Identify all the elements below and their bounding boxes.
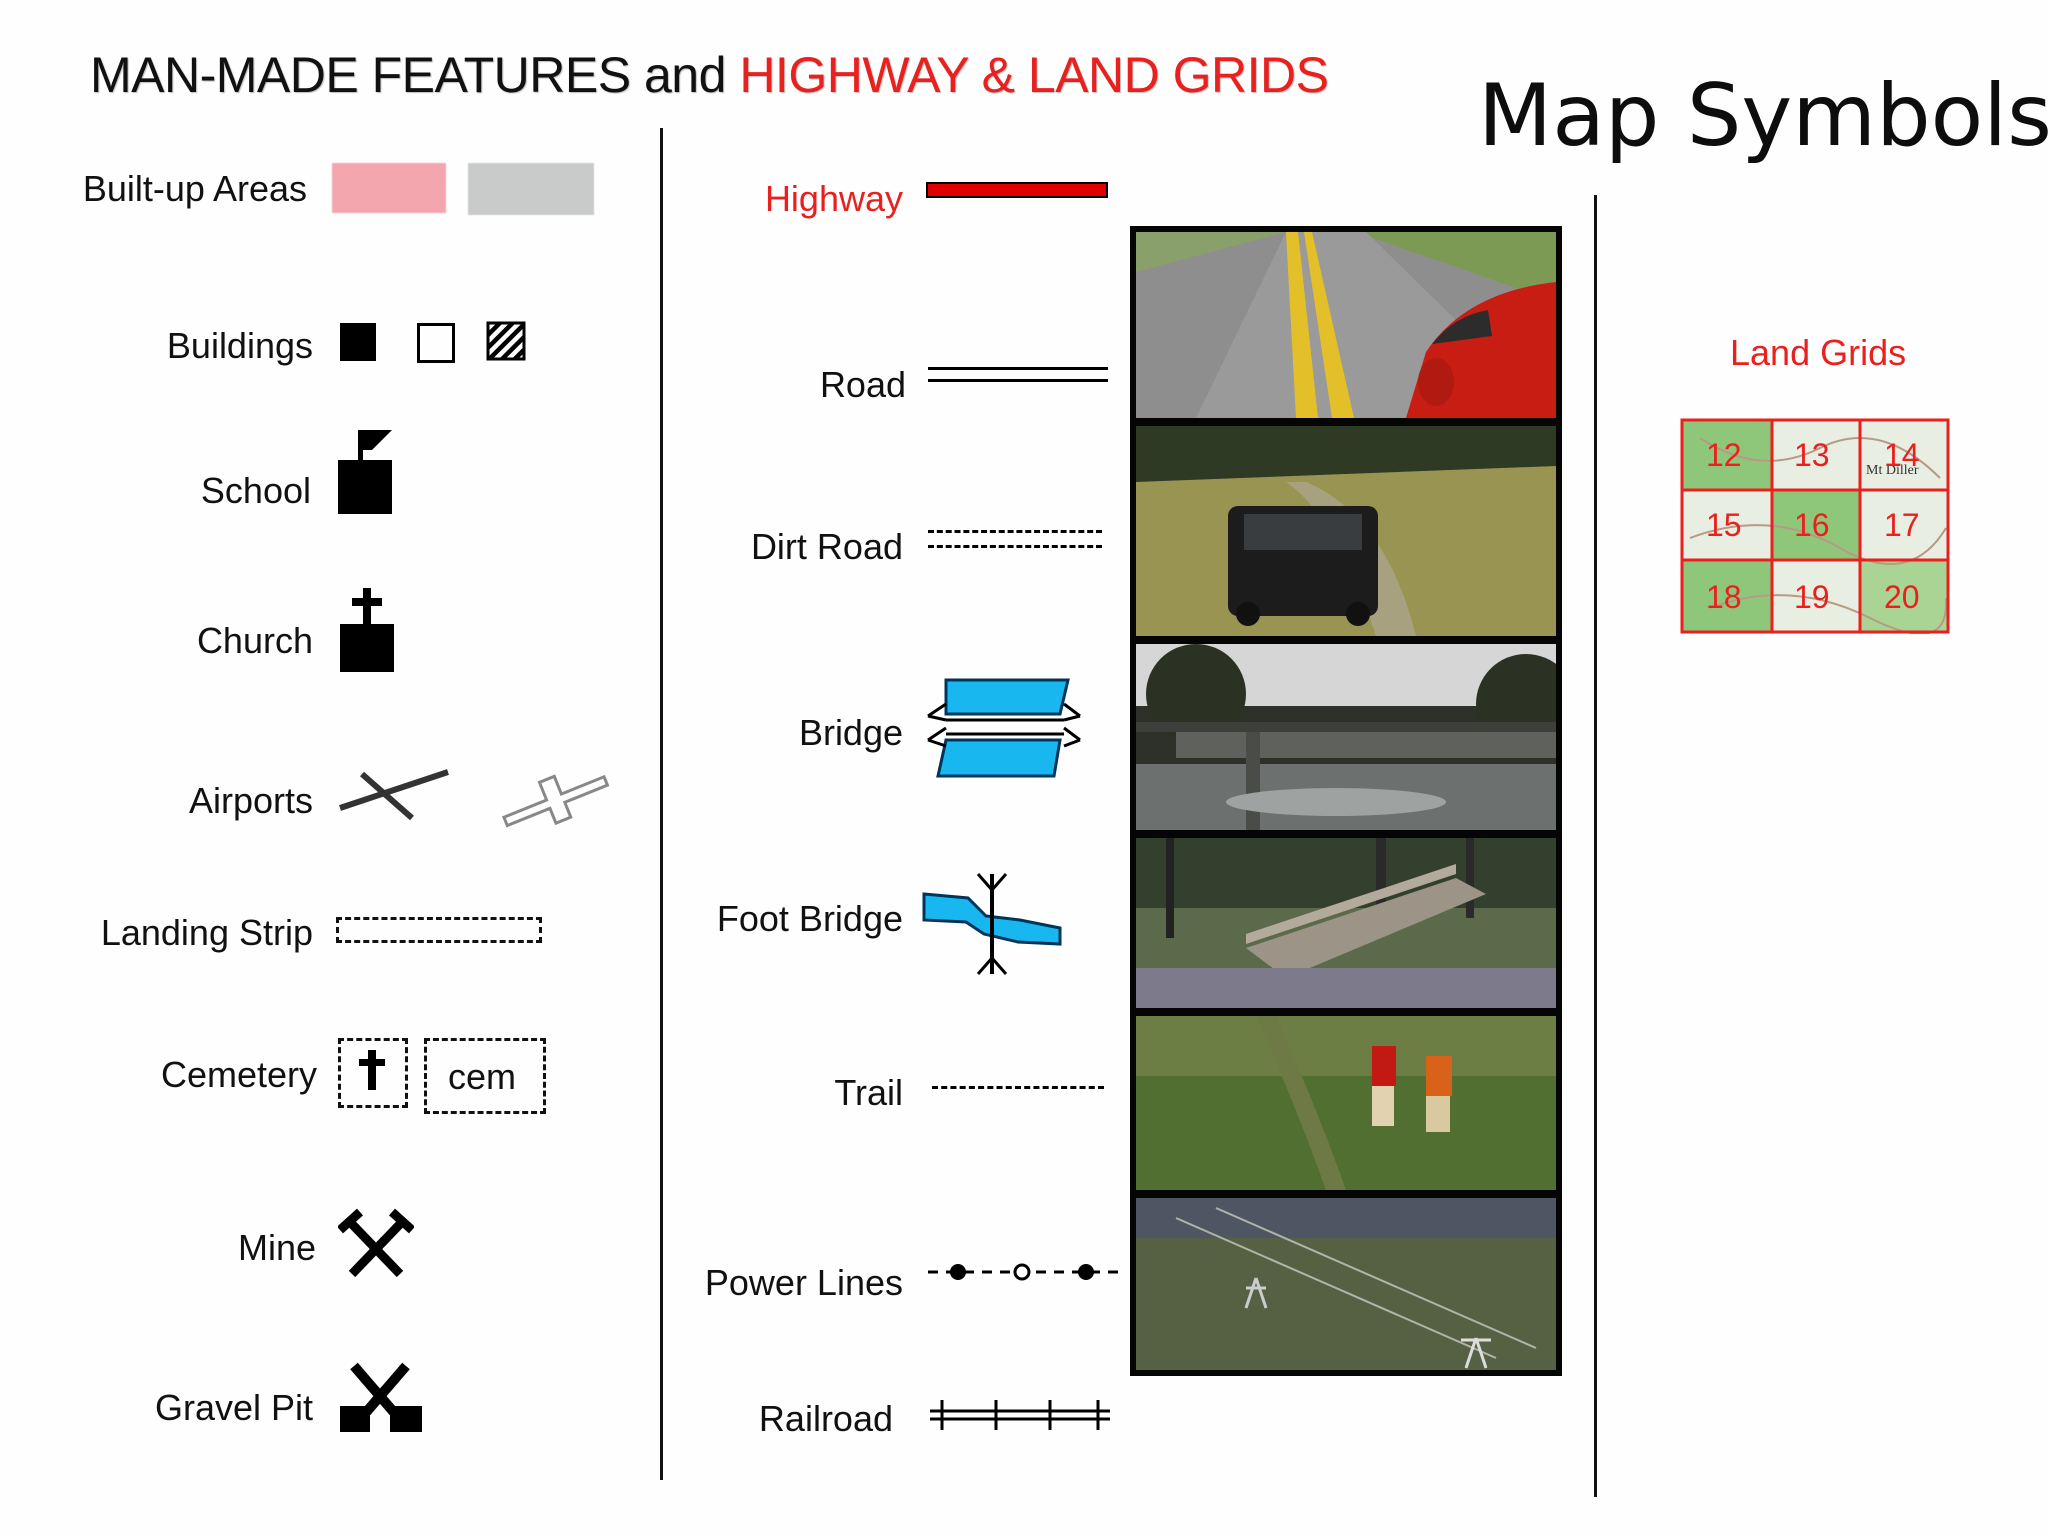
- grid-cell-14: 14: [1884, 437, 1920, 473]
- road-symbol: [928, 367, 1108, 382]
- gravel-pit-icon: [340, 1362, 422, 1432]
- grid-cell-15: 15: [1706, 507, 1742, 543]
- bridge-symbol: [927, 678, 1081, 778]
- label-bridge: Bridge: [798, 712, 903, 753]
- foot-bridge-photo: [1130, 832, 1562, 1014]
- dirt-road-symbol: [928, 530, 1102, 548]
- map-label-text: Mt Diller: [1866, 463, 1919, 478]
- grid-cell-16: 16: [1794, 507, 1830, 543]
- railroad-symbol: [930, 1400, 1110, 1430]
- label-dirt-road: Dirt Road: [750, 526, 903, 567]
- trail-symbol: [932, 1086, 1104, 1089]
- label-cemetery: Cemetery: [160, 1054, 317, 1095]
- cemetery-abbrev-box: [424, 1038, 546, 1114]
- label-railroad: Railroad: [758, 1398, 893, 1439]
- cemetery-abbrev: cem: [448, 1056, 517, 1097]
- foot-bridge-symbol: [922, 873, 1062, 975]
- section-header: MAN-MADE FEATURES and HIGHWAY & LAND GRI…: [90, 46, 1329, 104]
- header-highway-grids: HIGHWAY & LAND GRIDS: [739, 47, 1329, 103]
- power-lines-symbol: [928, 1263, 1118, 1281]
- grid-cell-18: 18: [1706, 579, 1742, 615]
- label-highway: Highway: [764, 178, 903, 219]
- right-divider: [1594, 195, 1597, 1497]
- building-solid-icon: [340, 323, 376, 361]
- grid-cell-19: 19: [1794, 579, 1830, 615]
- header-man-made: MAN-MADE FEATURES and: [90, 47, 726, 103]
- page-title: Map Symbols: [1478, 66, 2048, 166]
- dirt-road-photo: [1130, 420, 1562, 642]
- building-outline-icon: [417, 323, 455, 363]
- built-up-gray-swatch: [468, 163, 594, 215]
- label-gravel-pit: Gravel Pit: [154, 1387, 313, 1428]
- building-hatched-icon: [486, 321, 526, 361]
- grid-cell-17: 17: [1884, 507, 1920, 543]
- trail-photo: [1130, 1010, 1562, 1196]
- built-up-pink-swatch: [332, 163, 446, 213]
- cross-icon: [359, 1050, 385, 1090]
- airport-icon: [339, 769, 449, 821]
- church-icon: [340, 588, 394, 672]
- label-mine: Mine: [237, 1227, 316, 1268]
- label-airports: Airports: [188, 780, 313, 821]
- grid-cell-13: 13: [1794, 437, 1830, 473]
- mine-icon: [338, 1208, 414, 1278]
- label-foot-bridge: Foot Bridge: [716, 898, 903, 939]
- label-road: Road: [819, 364, 906, 405]
- land-grid-map: Mt Diller 12 13 14 15 16 17 18 19 20: [1680, 418, 1950, 634]
- airport-outline-icon: [501, 774, 610, 828]
- grid-cell-20: 20: [1884, 579, 1920, 615]
- power-lines-photo: [1130, 1192, 1562, 1376]
- label-buildings: Buildings: [166, 325, 313, 366]
- school-icon: [338, 430, 392, 514]
- label-trail: Trail: [834, 1072, 903, 1113]
- label-landing-strip: Landing Strip: [100, 912, 313, 953]
- cemetery-cross-box: [338, 1038, 408, 1108]
- landing-strip-icon: [336, 917, 542, 943]
- highway-symbol: [926, 182, 1108, 198]
- label-church: Church: [196, 620, 313, 661]
- label-built-up-areas: Built-up Areas: [82, 168, 307, 209]
- land-grids-title: Land Grids: [1730, 332, 1907, 373]
- grid-cell-12: 12: [1706, 437, 1742, 473]
- left-divider: [660, 128, 663, 1480]
- bridge-photo: [1130, 638, 1562, 836]
- label-school: School: [200, 470, 311, 511]
- label-power-lines: Power Lines: [704, 1262, 903, 1303]
- road-photo: [1130, 226, 1562, 424]
